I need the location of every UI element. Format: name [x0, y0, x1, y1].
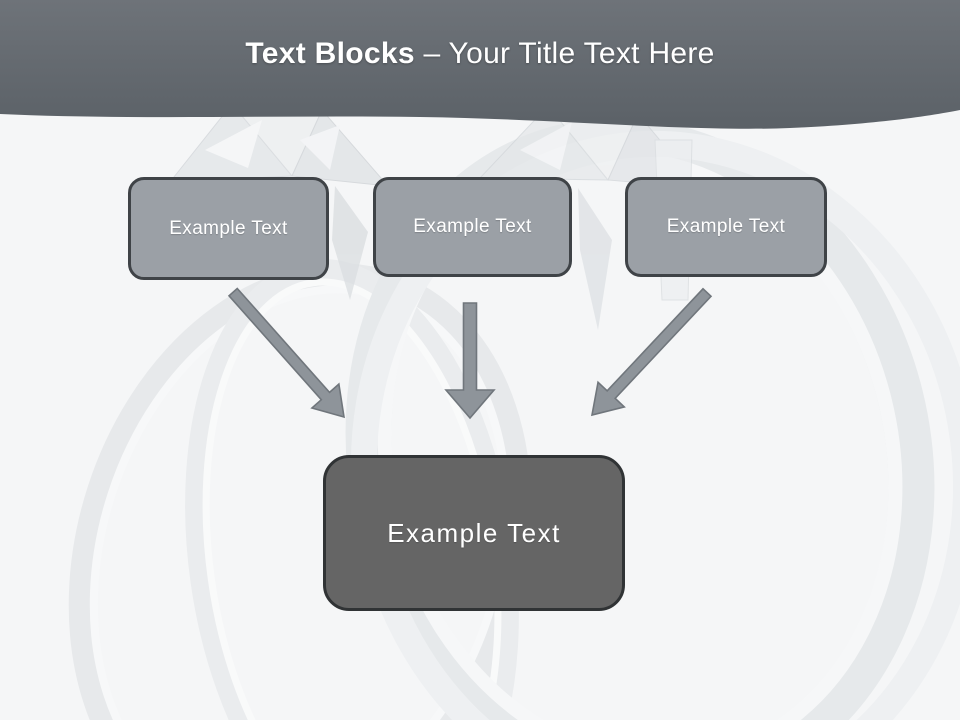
slide-title[interactable]: Text Blocks – Your Title Text Here — [0, 0, 960, 108]
slide-title-rest: – Your Title Text Here — [414, 37, 715, 70]
text-block-1[interactable]: Example Text — [128, 177, 329, 280]
header-band — [0, 0, 960, 129]
text-block-1-label: Example Text — [169, 217, 288, 239]
text-block-2[interactable]: Example Text — [373, 177, 572, 277]
text-block-3-label: Example Text — [666, 216, 786, 237]
result-text-block[interactable]: Example Text — [323, 455, 625, 611]
text-block-3[interactable]: Example Text — [625, 177, 827, 277]
slide-title-emphasis: Text Blocks — [245, 37, 415, 70]
text-block-2-label: Example Text — [413, 216, 532, 237]
result-text-block-label: Example Text — [387, 517, 561, 548]
